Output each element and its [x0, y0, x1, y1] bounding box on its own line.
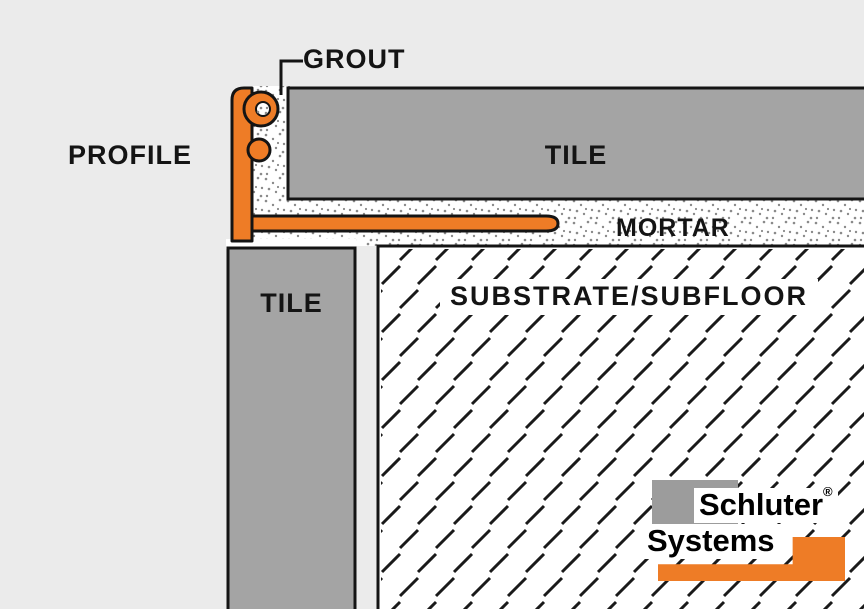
grout-label: GROUT [303, 44, 406, 74]
logo-brand-line2: Systems [642, 524, 780, 559]
mortar-label: MORTAR [616, 214, 730, 242]
tile-left-rect [226, 246, 357, 609]
registered-trademark-symbol: ® [823, 484, 833, 499]
profile-lower-hook [246, 137, 272, 163]
substrate-label: SUBSTRATE/SUBFLOOR [440, 279, 818, 315]
profile-bulb-recess-fill [256, 102, 270, 116]
profile-label: PROFILE [68, 140, 193, 170]
edge-profile [230, 86, 560, 243]
tile-joint-gap [226, 239, 356, 249]
logo-brand-line1-text: Schluter [699, 487, 824, 522]
tile-left-label: TILE [260, 288, 323, 318]
profile-vertical-face [230, 86, 254, 243]
profile-anchoring-leg [250, 214, 560, 233]
grout-leader-line [279, 59, 303, 95]
tile-top-label: TILE [544, 140, 608, 170]
tile-top-rect [286, 86, 864, 201]
logo-brand-line1: Schluter® [694, 485, 838, 523]
